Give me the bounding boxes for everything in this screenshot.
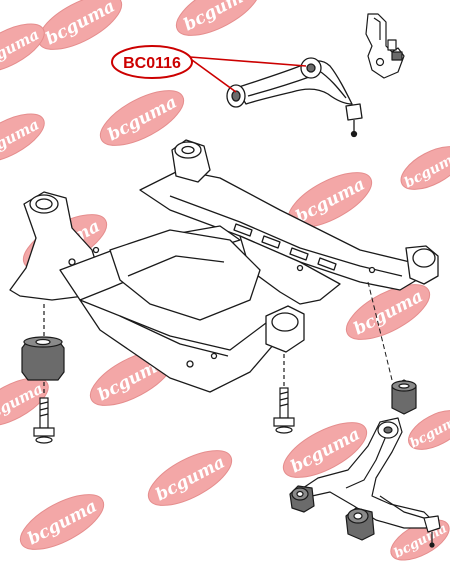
- part-callout: BC0116: [111, 45, 307, 93]
- watermark-logo: bcguma: [400, 146, 450, 191]
- watermark-logo: bcguma: [19, 494, 105, 550]
- subframe-bolt-right: [273, 354, 295, 434]
- lower-arm-ball-joint: [423, 515, 441, 533]
- callout-leader-line-rear: [189, 56, 307, 67]
- assembly-guide-line: [367, 281, 393, 381]
- watermark-logo: bcguma: [99, 90, 185, 146]
- lower-control-arm: [289, 379, 441, 548]
- upper-control-arm: [226, 57, 363, 138]
- part-number-badge: [111, 45, 193, 79]
- subframe-bolt-left: [33, 397, 55, 444]
- subframe-bushing-left: [21, 304, 65, 396]
- part-number-label: BC0116: [123, 55, 181, 72]
- watermark-logo: bcguma: [175, 0, 261, 36]
- watermark-logo: bcguma: [37, 0, 123, 50]
- callout-leader-line-front: [191, 59, 237, 93]
- ball-joint: [345, 103, 363, 121]
- mounting-bracket: [365, 13, 405, 79]
- subframe: [9, 139, 439, 393]
- watermark-logo: bcguma: [0, 113, 45, 163]
- watermark-logo: bcguma: [147, 450, 233, 506]
